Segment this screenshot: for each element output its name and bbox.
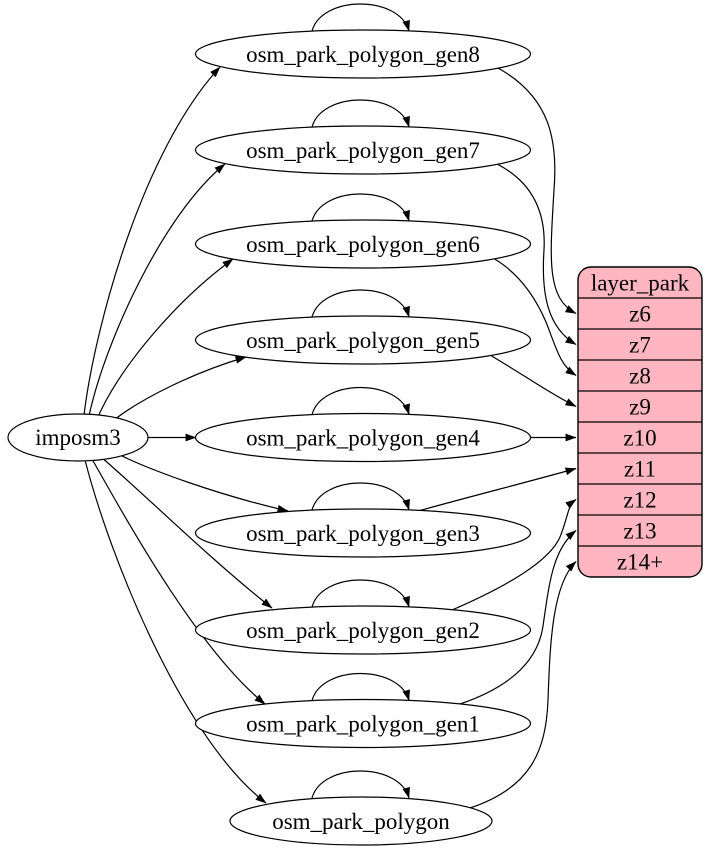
layer-park-row-z8: z8 <box>629 364 651 389</box>
table-ellipse <box>229 796 493 846</box>
self-loop-gen8 <box>311 3 410 32</box>
edge-gen1-to-z13 <box>459 530 577 705</box>
edge-imposm3-to-gen3 <box>111 450 289 513</box>
table-label: osm_park_polygon_gen3 <box>246 521 480 546</box>
imposm3-ellipse <box>7 413 149 462</box>
table-label: osm_park_polygon_gen8 <box>246 42 480 67</box>
self-loop-gen5 <box>311 289 410 318</box>
edge-gen5-to-z9 <box>489 354 577 408</box>
edge-gen7-to-z7 <box>496 163 577 346</box>
table-ellipse <box>194 315 532 365</box>
table-ellipse <box>194 219 532 269</box>
edge-imposm3-to-gen8 <box>83 66 221 416</box>
node-layer-park: layer_park z6 z7 z8 z9 z10 z11 z12 z13 z… <box>577 266 703 578</box>
edge-imposm3-to-gen2 <box>100 456 273 609</box>
edge-imposm3-to-polygon <box>84 459 267 804</box>
layer-park-title: layer_park <box>591 271 690 296</box>
self-loop-polygon <box>311 770 410 799</box>
layer-park-row-z13: z13 <box>623 519 656 544</box>
table-ellipse <box>194 605 532 655</box>
self-loop-gen6 <box>311 193 410 222</box>
edge-group <box>83 3 577 809</box>
table-label: osm_park_polygon_gen1 <box>246 712 480 737</box>
self-loop-gen7 <box>311 99 410 128</box>
layer-park-row-z6: z6 <box>629 302 651 327</box>
edge-gen3-to-z11 <box>419 467 577 512</box>
layer-park-row-z11: z11 <box>624 457 656 482</box>
layer-park-row-z9: z9 <box>629 395 651 420</box>
table-label: osm_park_polygon_gen5 <box>246 328 480 353</box>
table-ellipse <box>194 508 532 558</box>
table-label: osm_park_polygon_gen7 <box>246 138 480 163</box>
node-osm-park-polygon-gen7: osm_park_polygon_gen7 <box>194 125 532 175</box>
edge-gen6-to-z8 <box>492 257 577 377</box>
table-label: osm_park_polygon_gen6 <box>246 232 480 257</box>
node-osm-park-polygon-gen4: osm_park_polygon_gen4 <box>194 412 532 463</box>
table-label: osm_park_polygon <box>272 809 450 834</box>
edge-imposm3-to-gen6 <box>96 258 234 420</box>
self-loop-gen1 <box>311 673 410 702</box>
node-osm-park-polygon-gen3: osm_park_polygon_gen3 <box>194 508 532 558</box>
edge-gen2-to-z12 <box>451 499 577 611</box>
layer-park-row-z14: z14+ <box>617 550 663 575</box>
table-ellipse <box>194 125 532 175</box>
edge-polygon-to-z14 <box>469 561 577 809</box>
node-osm-park-polygon-gen2: osm_park_polygon_gen2 <box>194 605 532 655</box>
edge-imposm3-to-gen7 <box>88 163 226 417</box>
self-loop-gen4 <box>311 387 410 416</box>
edge-imposm3-to-gen1 <box>91 458 266 705</box>
imposm3-label: imposm3 <box>35 425 121 450</box>
node-osm-park-polygon-gen8: osm_park_polygon_gen8 <box>194 29 532 79</box>
node-osm-park-polygon-gen5: osm_park_polygon_gen5 <box>194 315 532 365</box>
table-label: osm_park_polygon_gen4 <box>246 426 480 451</box>
table-label: osm_park_polygon_gen2 <box>246 618 480 643</box>
layer-park-row-z7: z7 <box>629 333 651 358</box>
node-imposm3: imposm3 <box>7 413 149 462</box>
edge-gen8-to-z6 <box>497 67 577 315</box>
layer-park-row-z12: z12 <box>623 488 656 513</box>
edge-imposm3-to-gen5 <box>108 356 247 425</box>
table-ellipse <box>194 698 532 749</box>
layer-park-row-z10: z10 <box>623 426 656 451</box>
self-loop-gen2 <box>311 579 410 608</box>
node-osm-park-polygon-gen1: osm_park_polygon_gen1 <box>194 698 532 749</box>
node-osm-park-polygon: osm_park_polygon <box>229 796 493 846</box>
table-ellipse <box>194 29 532 79</box>
table-ellipse <box>194 412 532 463</box>
layer-park-row-separators <box>578 297 702 547</box>
self-loop-gen3 <box>311 482 410 511</box>
node-osm-park-polygon-gen6: osm_park_polygon_gen6 <box>194 219 532 269</box>
